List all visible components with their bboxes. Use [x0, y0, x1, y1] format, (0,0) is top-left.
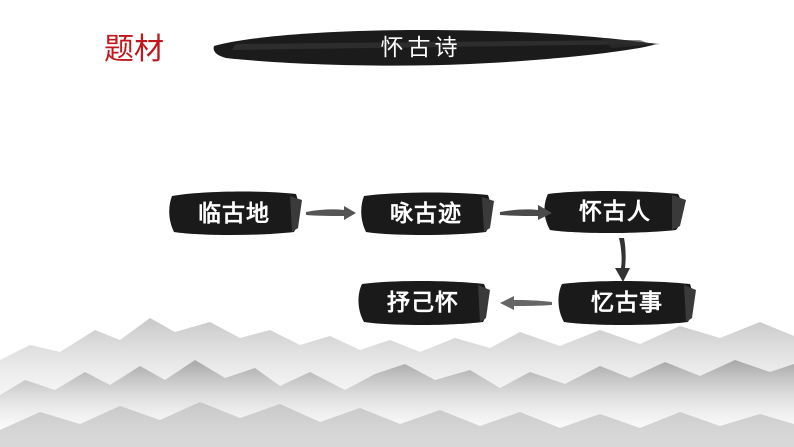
- step-label-1: 临古地: [198, 201, 270, 227]
- step-label-2: 咏古迹: [390, 201, 462, 227]
- topic-label: 题材: [104, 32, 164, 67]
- banner-brush: [213, 30, 660, 66]
- step-label-5: 抒己怀: [387, 290, 459, 316]
- arrow-2-to-3: [500, 205, 552, 220]
- step-box-1: [169, 191, 302, 235]
- arrow-3-to-4: [615, 238, 630, 282]
- step-label-4: 忆古事: [591, 290, 663, 316]
- step-box-4: [558, 281, 696, 325]
- banner-title: 怀古诗: [380, 35, 462, 61]
- step-box-3: [544, 191, 686, 233]
- step-box-2: [361, 192, 494, 235]
- step-label-3: 怀古人: [579, 199, 651, 225]
- step-box-5: [358, 281, 490, 325]
- arrow-4-to-5: [500, 296, 552, 310]
- arrow-1-to-2: [306, 206, 356, 220]
